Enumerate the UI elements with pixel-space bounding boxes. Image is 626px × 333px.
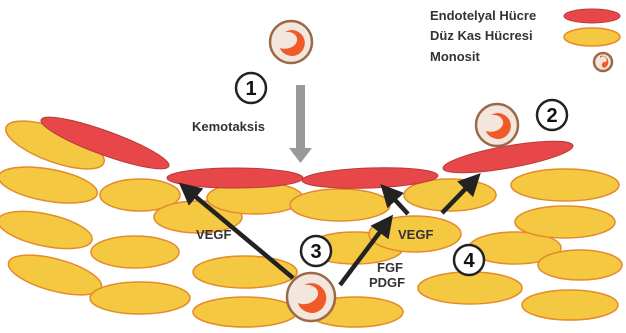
monocyte-adherent	[476, 104, 518, 146]
chemotaxis-arrow	[289, 85, 312, 163]
monocyte-tissue	[287, 273, 335, 321]
legend-endothelial-label: Endotelyal Hücre	[430, 8, 536, 23]
legend-monocyte-swatch	[594, 53, 612, 71]
smooth-muscle-cell	[418, 272, 522, 304]
smooth-muscle-cell	[538, 250, 622, 280]
vegf-left-label: VEGF	[196, 227, 231, 242]
smooth-muscle-cell	[290, 189, 390, 221]
legend-smooth-muscle-label: Düz Kas Hücresi	[430, 28, 533, 43]
smooth-muscle-cell	[91, 236, 179, 268]
smooth-muscle-cell	[193, 297, 297, 327]
step-1-marker: 1	[236, 73, 266, 103]
smooth-muscle-cell	[0, 204, 95, 255]
step-4-number: 4	[463, 250, 475, 272]
legend-endothelial-swatch	[564, 9, 620, 23]
smooth-muscle-cell	[515, 206, 615, 238]
legend-monocyte-label: Monosit	[430, 49, 480, 64]
chemotaxis-label: Kemotaksis	[192, 119, 265, 134]
smooth-muscle-cell	[522, 290, 618, 320]
fgf-label: FGF	[377, 260, 403, 275]
vegf-right-label: VEGF	[398, 227, 433, 242]
step-1-number: 1	[245, 78, 256, 100]
step-4-marker: 4	[454, 245, 484, 275]
step-2-marker: 2	[537, 100, 567, 130]
pdgf-label: PDGF	[369, 275, 405, 290]
step-3-number: 3	[310, 241, 321, 263]
legend-smooth-muscle-swatch	[564, 28, 620, 46]
endothelial-cell	[167, 168, 303, 188]
smooth-muscle-cell	[90, 282, 190, 314]
step-3-marker: 3	[301, 236, 331, 266]
legend: Endotelyal Hücre Düz Kas Hücresi Monosit	[430, 8, 620, 71]
step-2-number: 2	[546, 105, 557, 127]
smooth-muscle-cell	[193, 256, 297, 288]
smooth-muscle-cell	[511, 169, 619, 201]
monocyte-circulating	[270, 21, 312, 63]
